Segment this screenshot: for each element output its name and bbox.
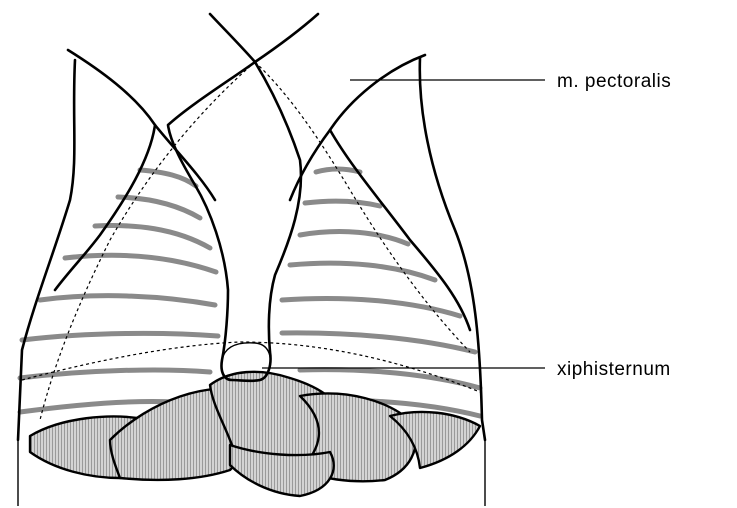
rib-right-2 xyxy=(305,201,380,206)
rib-right-6 xyxy=(282,333,475,352)
rib-left-6 xyxy=(22,333,218,340)
rib-right-1 xyxy=(316,169,360,172)
label-text-xiphisternum: xiphisternum xyxy=(557,359,671,380)
lower-lobes xyxy=(30,372,480,496)
rib-right-7 xyxy=(300,370,480,388)
rib-right-5 xyxy=(282,299,460,316)
label-text-pectoralis: m. pectoralis xyxy=(557,71,671,92)
rib-left-3 xyxy=(95,226,210,248)
left-shoulder-outline xyxy=(18,60,75,440)
rib-right-4 xyxy=(290,263,435,280)
rib-left-5 xyxy=(40,296,215,305)
left-wing-inner xyxy=(68,50,215,200)
label-pectoralis: m. pectoralis xyxy=(350,71,671,92)
rib-left-4 xyxy=(65,255,216,272)
xiphisternum-tip xyxy=(222,343,270,368)
keel-right-line xyxy=(255,14,318,62)
left-pectoral-edge xyxy=(55,125,155,290)
keel-left-line xyxy=(210,14,255,62)
rib-left-7 xyxy=(20,370,210,378)
rib-right-3 xyxy=(300,232,408,244)
sternum xyxy=(168,14,318,381)
